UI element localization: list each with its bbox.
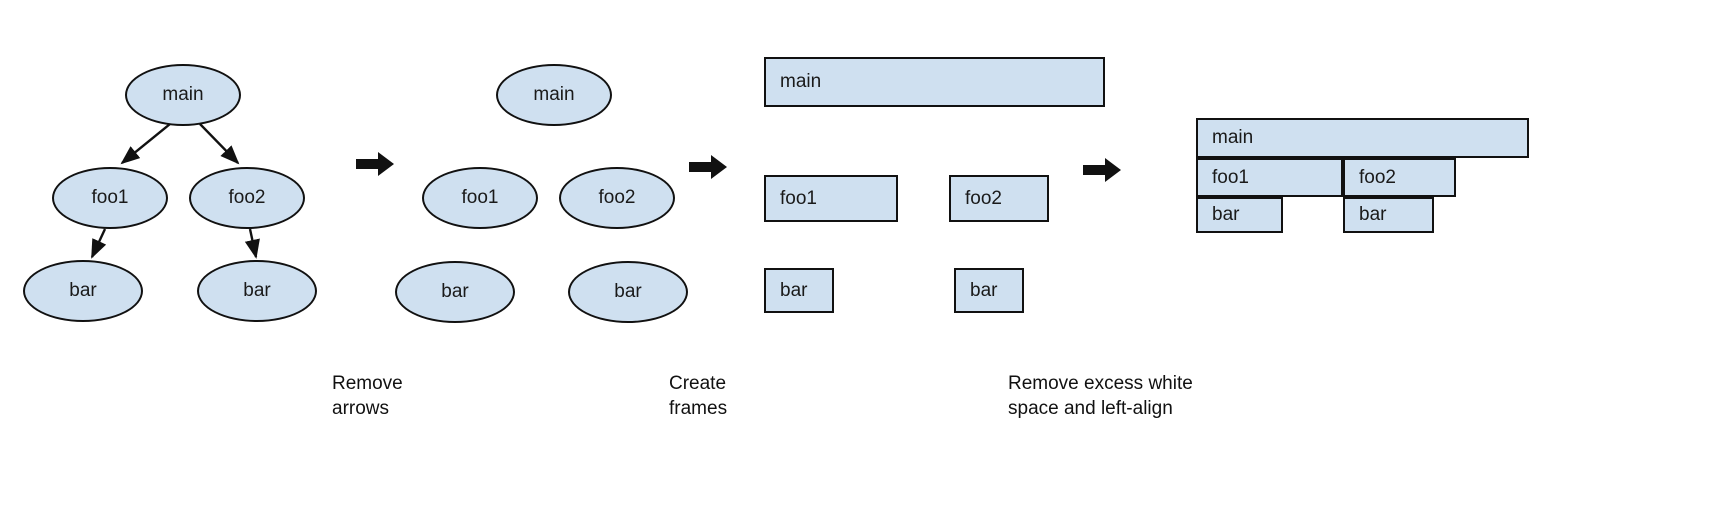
noarrow-node-foo2[interactable]: foo2: [559, 167, 675, 229]
right-arrow-icon: [689, 155, 727, 179]
frame-foo2[interactable]: foo2: [949, 175, 1049, 222]
right-arrow-icon: [1083, 158, 1121, 182]
edge-foo1-bar: [90, 228, 107, 259]
noarrow-node-bar-right[interactable]: bar: [568, 261, 688, 323]
noarrow-node-foo1-label: foo1: [461, 187, 499, 208]
step-arrow-2: [689, 153, 729, 186]
frame-main-label: main: [780, 71, 822, 92]
caption-remove-arrows: Remove arrows: [332, 373, 403, 419]
edge-main-foo2: [199, 123, 240, 165]
flame-bar-right[interactable]: bar: [1343, 197, 1434, 233]
flame-foo2-label: foo2: [1359, 166, 1396, 188]
tree-node-foo1[interactable]: foo1: [52, 167, 168, 229]
noarrow-node-bar-left-label: bar: [441, 281, 469, 302]
flame-foo2[interactable]: foo2: [1343, 158, 1456, 197]
caption-create-frames: Create frames: [669, 373, 728, 419]
frame-foo1[interactable]: foo1: [764, 175, 898, 222]
tree-node-bar-right-label: bar: [243, 280, 271, 301]
noarrow-node-main-label: main: [533, 84, 575, 105]
noarrow-node-foo1[interactable]: foo1: [422, 167, 538, 229]
noarrow-node-bar-left[interactable]: bar: [395, 261, 515, 323]
edge-main-foo1: [120, 123, 171, 165]
frame-foo2-label: foo2: [965, 187, 1002, 209]
tree-node-main-label: main: [162, 84, 204, 105]
frame-main[interactable]: main: [764, 57, 1105, 107]
tree-node-bar-left-label: bar: [69, 280, 97, 301]
step-arrow-1: [356, 150, 396, 183]
flame-foo1[interactable]: foo1: [1196, 158, 1343, 197]
flame-main-label: main: [1212, 127, 1254, 148]
flame-foo1-label: foo1: [1212, 166, 1249, 188]
tree-node-bar-right[interactable]: bar: [197, 260, 317, 322]
right-arrow-icon: [356, 152, 394, 176]
tree-node-bar-left[interactable]: bar: [23, 260, 143, 322]
frame-bar-left[interactable]: bar: [764, 268, 834, 313]
caption-remove-whitespace: Remove excess white space and left-align: [1008, 373, 1193, 419]
frame-bar-left-label: bar: [780, 279, 808, 301]
tree-node-foo2-label: foo2: [228, 187, 266, 208]
flame-bar-left[interactable]: bar: [1196, 197, 1283, 233]
tree-node-foo1-label: foo1: [91, 187, 129, 208]
noarrow-node-bar-right-label: bar: [614, 281, 642, 302]
frame-foo1-label: foo1: [780, 187, 817, 209]
tree-node-foo2[interactable]: foo2: [189, 167, 305, 229]
flame-main[interactable]: main: [1196, 118, 1529, 158]
tree-node-main[interactable]: main: [125, 64, 241, 126]
noarrow-node-foo2-label: foo2: [598, 187, 636, 208]
flame-bar-left-label: bar: [1212, 204, 1240, 225]
flame-bar-right-label: bar: [1359, 204, 1387, 225]
frame-bar-right-label: bar: [970, 279, 998, 301]
noarrow-node-main[interactable]: main: [496, 64, 612, 126]
edge-foo2-bar: [244, 228, 260, 259]
frame-bar-right[interactable]: bar: [954, 268, 1024, 313]
step-arrow-3: [1083, 156, 1123, 189]
